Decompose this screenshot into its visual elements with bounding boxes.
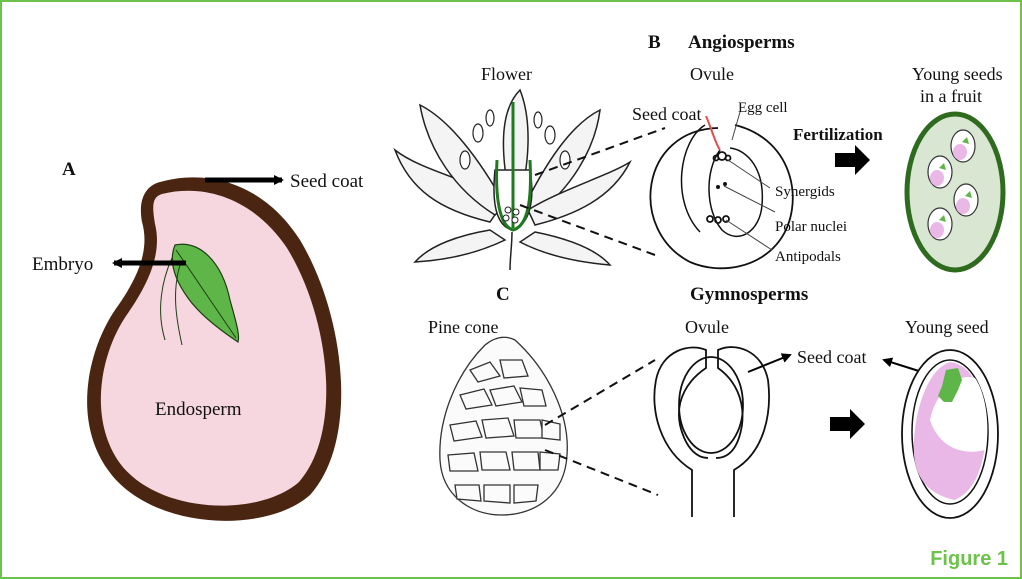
panel-a-letter: A [62, 159, 76, 180]
label-a-embryo: Embryo [32, 254, 93, 275]
gymno-process-arrow [830, 409, 865, 439]
label-pine-cone: Pine cone [428, 317, 498, 337]
panel-a-seed [87, 177, 341, 521]
label-a-endosperm: Endosperm [155, 399, 242, 420]
figure-label: Figure 1 [930, 548, 1008, 571]
flower-drawing [395, 90, 630, 270]
label-a-seed-coat: Seed coat [290, 171, 364, 192]
panel-b-letter: B [648, 32, 661, 53]
angiosperm-ovule [650, 116, 792, 268]
panel-c-letter: C [496, 284, 510, 305]
young-seed-drawing [902, 350, 998, 518]
c-seed-coat-arrow-right [884, 360, 922, 372]
label-fertilization: Fertilization [793, 125, 883, 144]
label-c-seed-coat: Seed coat [797, 347, 866, 367]
label-young-seeds-1: Young seeds [912, 64, 1003, 84]
label-young-seed: Young seed [905, 317, 989, 337]
panel-b-title: Angiosperms [688, 32, 795, 53]
label-b-seed-coat: Seed coat [632, 104, 701, 124]
label-polar-nuclei: Polar nuclei [775, 219, 847, 235]
panel-c-title: Gymnosperms [690, 284, 808, 305]
label-flower: Flower [481, 64, 532, 84]
c-seed-coat-arrow-left [748, 355, 790, 372]
label-synergids: Synergids [775, 184, 835, 200]
cone-zoom-line-top [545, 360, 655, 425]
label-egg-cell: Egg cell [738, 100, 788, 116]
label-young-seeds-2: in a fruit [920, 86, 982, 106]
label-b-ovule: Ovule [690, 64, 734, 84]
label-c-ovule: Ovule [685, 317, 729, 337]
gymnosperm-ovule [654, 347, 769, 517]
fertilization-arrow [835, 145, 870, 175]
label-antipodals: Antipodals [775, 249, 841, 265]
fruit-drawing [907, 114, 1003, 270]
pine-cone-drawing [440, 337, 567, 515]
